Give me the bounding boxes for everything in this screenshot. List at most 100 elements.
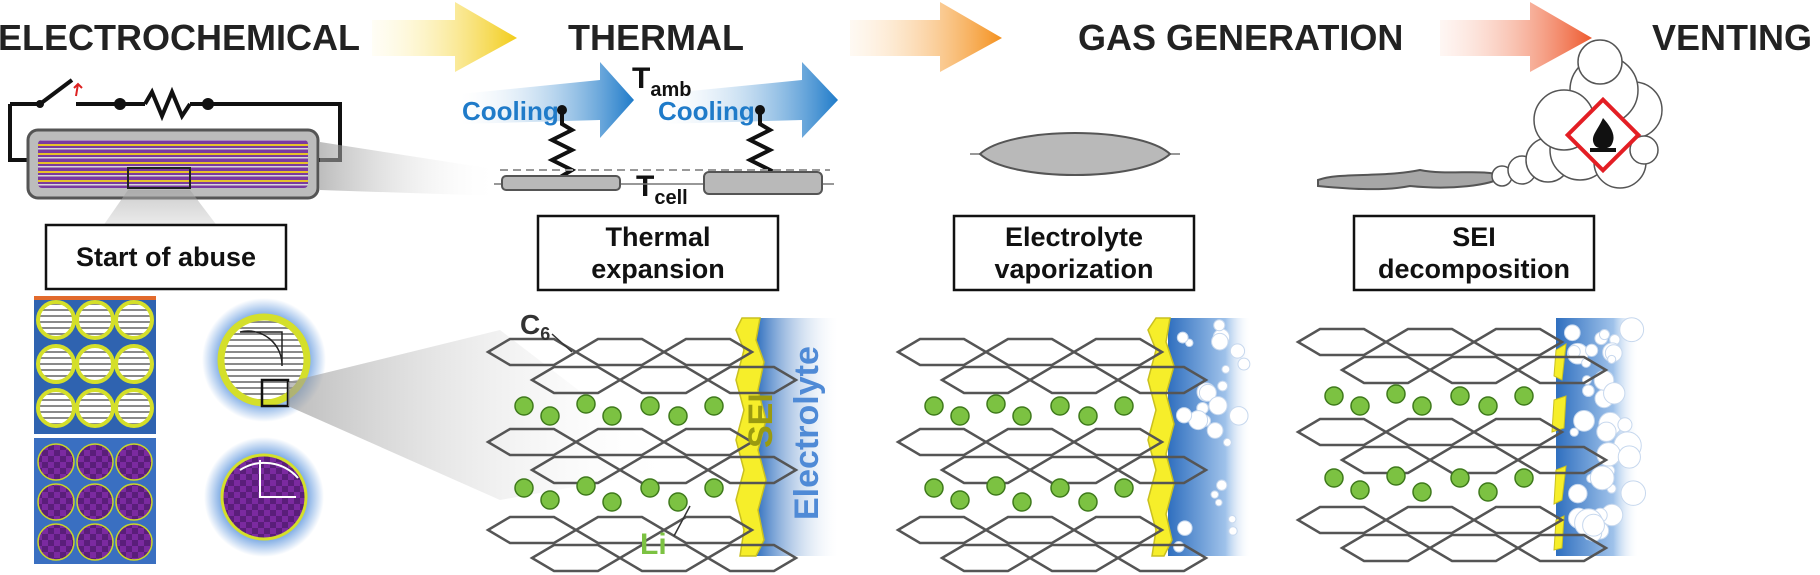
switch-icon — [38, 78, 74, 106]
cathode-particle — [115, 483, 153, 521]
graphite-hexagon — [1383, 417, 1477, 447]
cooling-arrow-2: Cooling — [658, 62, 838, 138]
gas-bubble — [1598, 329, 1610, 341]
lithium-ion — [1012, 492, 1032, 512]
graphite-hexagon — [1295, 327, 1389, 357]
lithium-ion — [704, 396, 724, 416]
graphite-hexagon — [895, 337, 989, 367]
graphite-hexagon — [1071, 427, 1165, 457]
ruptured-cell — [1317, 168, 1508, 191]
lithium-ion — [576, 394, 596, 414]
graphite-hexagon — [1471, 505, 1565, 535]
electrolyte-label: Electrolyte — [788, 346, 826, 520]
gas-bubble — [1229, 343, 1246, 359]
progress-arrow-3 — [1440, 2, 1592, 72]
lithium-ion — [640, 478, 660, 498]
li-label: Li — [640, 528, 667, 561]
sei-decomposition-box — [1352, 214, 1596, 292]
gas-bubble — [1216, 479, 1228, 491]
sei-decomposition-line2: decomposition — [1378, 254, 1570, 284]
graphite-hexagon — [661, 337, 755, 367]
lithium-ion — [1450, 386, 1470, 406]
lithium-ion — [1478, 396, 1498, 416]
stage-thermal: THERMAL — [568, 17, 744, 58]
lithium-ion — [1450, 468, 1470, 488]
cathode-particles — [34, 438, 156, 564]
lithium-ion — [1114, 396, 1134, 416]
zoom-region — [127, 167, 191, 189]
graphite-hexagon — [1427, 533, 1521, 563]
graphite-hexagon — [617, 365, 711, 395]
gas-bubble — [1617, 417, 1633, 433]
graphite-hexagon — [983, 337, 1077, 367]
gas-bubble — [1211, 332, 1229, 351]
cathode-particle — [37, 523, 75, 561]
gas-bubble — [1603, 382, 1626, 405]
lithium-ion — [514, 478, 534, 498]
start-of-abuse-box — [44, 223, 288, 291]
lithium-ion — [1078, 492, 1098, 512]
lithium-ion — [1012, 406, 1032, 426]
gas-bubble — [1228, 514, 1237, 524]
graphite-hexagon — [705, 455, 799, 485]
gas-bubble — [1620, 480, 1647, 506]
cooling-arrow-icon — [460, 62, 634, 138]
thermal-expansion-box — [536, 214, 780, 292]
progress-arrow-2 — [850, 2, 1002, 72]
gas-bubble — [1176, 331, 1189, 344]
flame-hazard-icon — [1564, 96, 1642, 174]
gas-bubble — [1229, 406, 1249, 426]
cathode-particle — [115, 523, 153, 561]
gas-bubbles — [1173, 317, 1647, 553]
gas-bubble — [1214, 498, 1223, 507]
cooling-label-1: Cooling — [462, 96, 559, 126]
smoke-cloud-icon — [1491, 39, 1663, 189]
lithium-ions — [514, 384, 1534, 512]
graphite-hexagon — [1115, 455, 1209, 485]
graphite-hexagon — [1339, 355, 1433, 385]
graphite-hexagon — [939, 455, 1033, 485]
graphite-hexagon — [705, 543, 799, 573]
graphite-hexagon — [705, 365, 799, 395]
graphite-particle — [114, 300, 154, 340]
graphite-hexagon — [1071, 515, 1165, 545]
lithium-ion — [1324, 386, 1344, 406]
graphite-hexagon — [939, 543, 1033, 573]
gas-bubble — [1619, 317, 1645, 343]
gas-bubble — [1217, 380, 1229, 392]
graphite-particles — [34, 296, 156, 434]
lithium-ion — [924, 478, 944, 498]
zoom-fan-right — [320, 142, 500, 196]
graphite-hexagon — [1027, 365, 1121, 395]
graphite-hexagon — [1115, 365, 1209, 395]
graphite-lattices — [485, 327, 1609, 573]
electrolyte-vaporization-line2: vaporization — [994, 254, 1153, 284]
gas-bubble — [1175, 407, 1193, 424]
lithium-ion — [1412, 396, 1432, 416]
gas-bubble — [1222, 437, 1232, 447]
lithium-ion — [924, 396, 944, 416]
lithium-ion — [540, 406, 560, 426]
cooling-label-2: Cooling — [658, 96, 755, 126]
lithium-ion — [1050, 396, 1070, 416]
gas-bubble — [1237, 357, 1251, 371]
sei-layer-2 — [1147, 317, 1175, 557]
graphite-hexagon — [661, 515, 755, 545]
graphite-particle — [114, 344, 154, 384]
thermal-expansion-line2: expansion — [591, 254, 725, 284]
graphite-hexagon — [485, 515, 579, 545]
graphite-hexagon — [529, 543, 623, 573]
electrolyte-vaporization-line1: Electrolyte — [1005, 222, 1143, 252]
cathode-particle — [76, 523, 114, 561]
cell-before — [501, 175, 621, 191]
graphite-particle — [114, 388, 154, 428]
swollen-cell — [978, 132, 1172, 176]
stage-venting: VENTING — [1652, 17, 1812, 58]
cooling-arrow-1: Cooling — [460, 62, 634, 138]
graphite-hexagon — [1427, 355, 1521, 385]
lithium-ion — [950, 406, 970, 426]
graphite-hexagon — [1383, 505, 1477, 535]
graphite-hexagon — [573, 337, 667, 367]
gas-bubble — [1177, 520, 1193, 536]
